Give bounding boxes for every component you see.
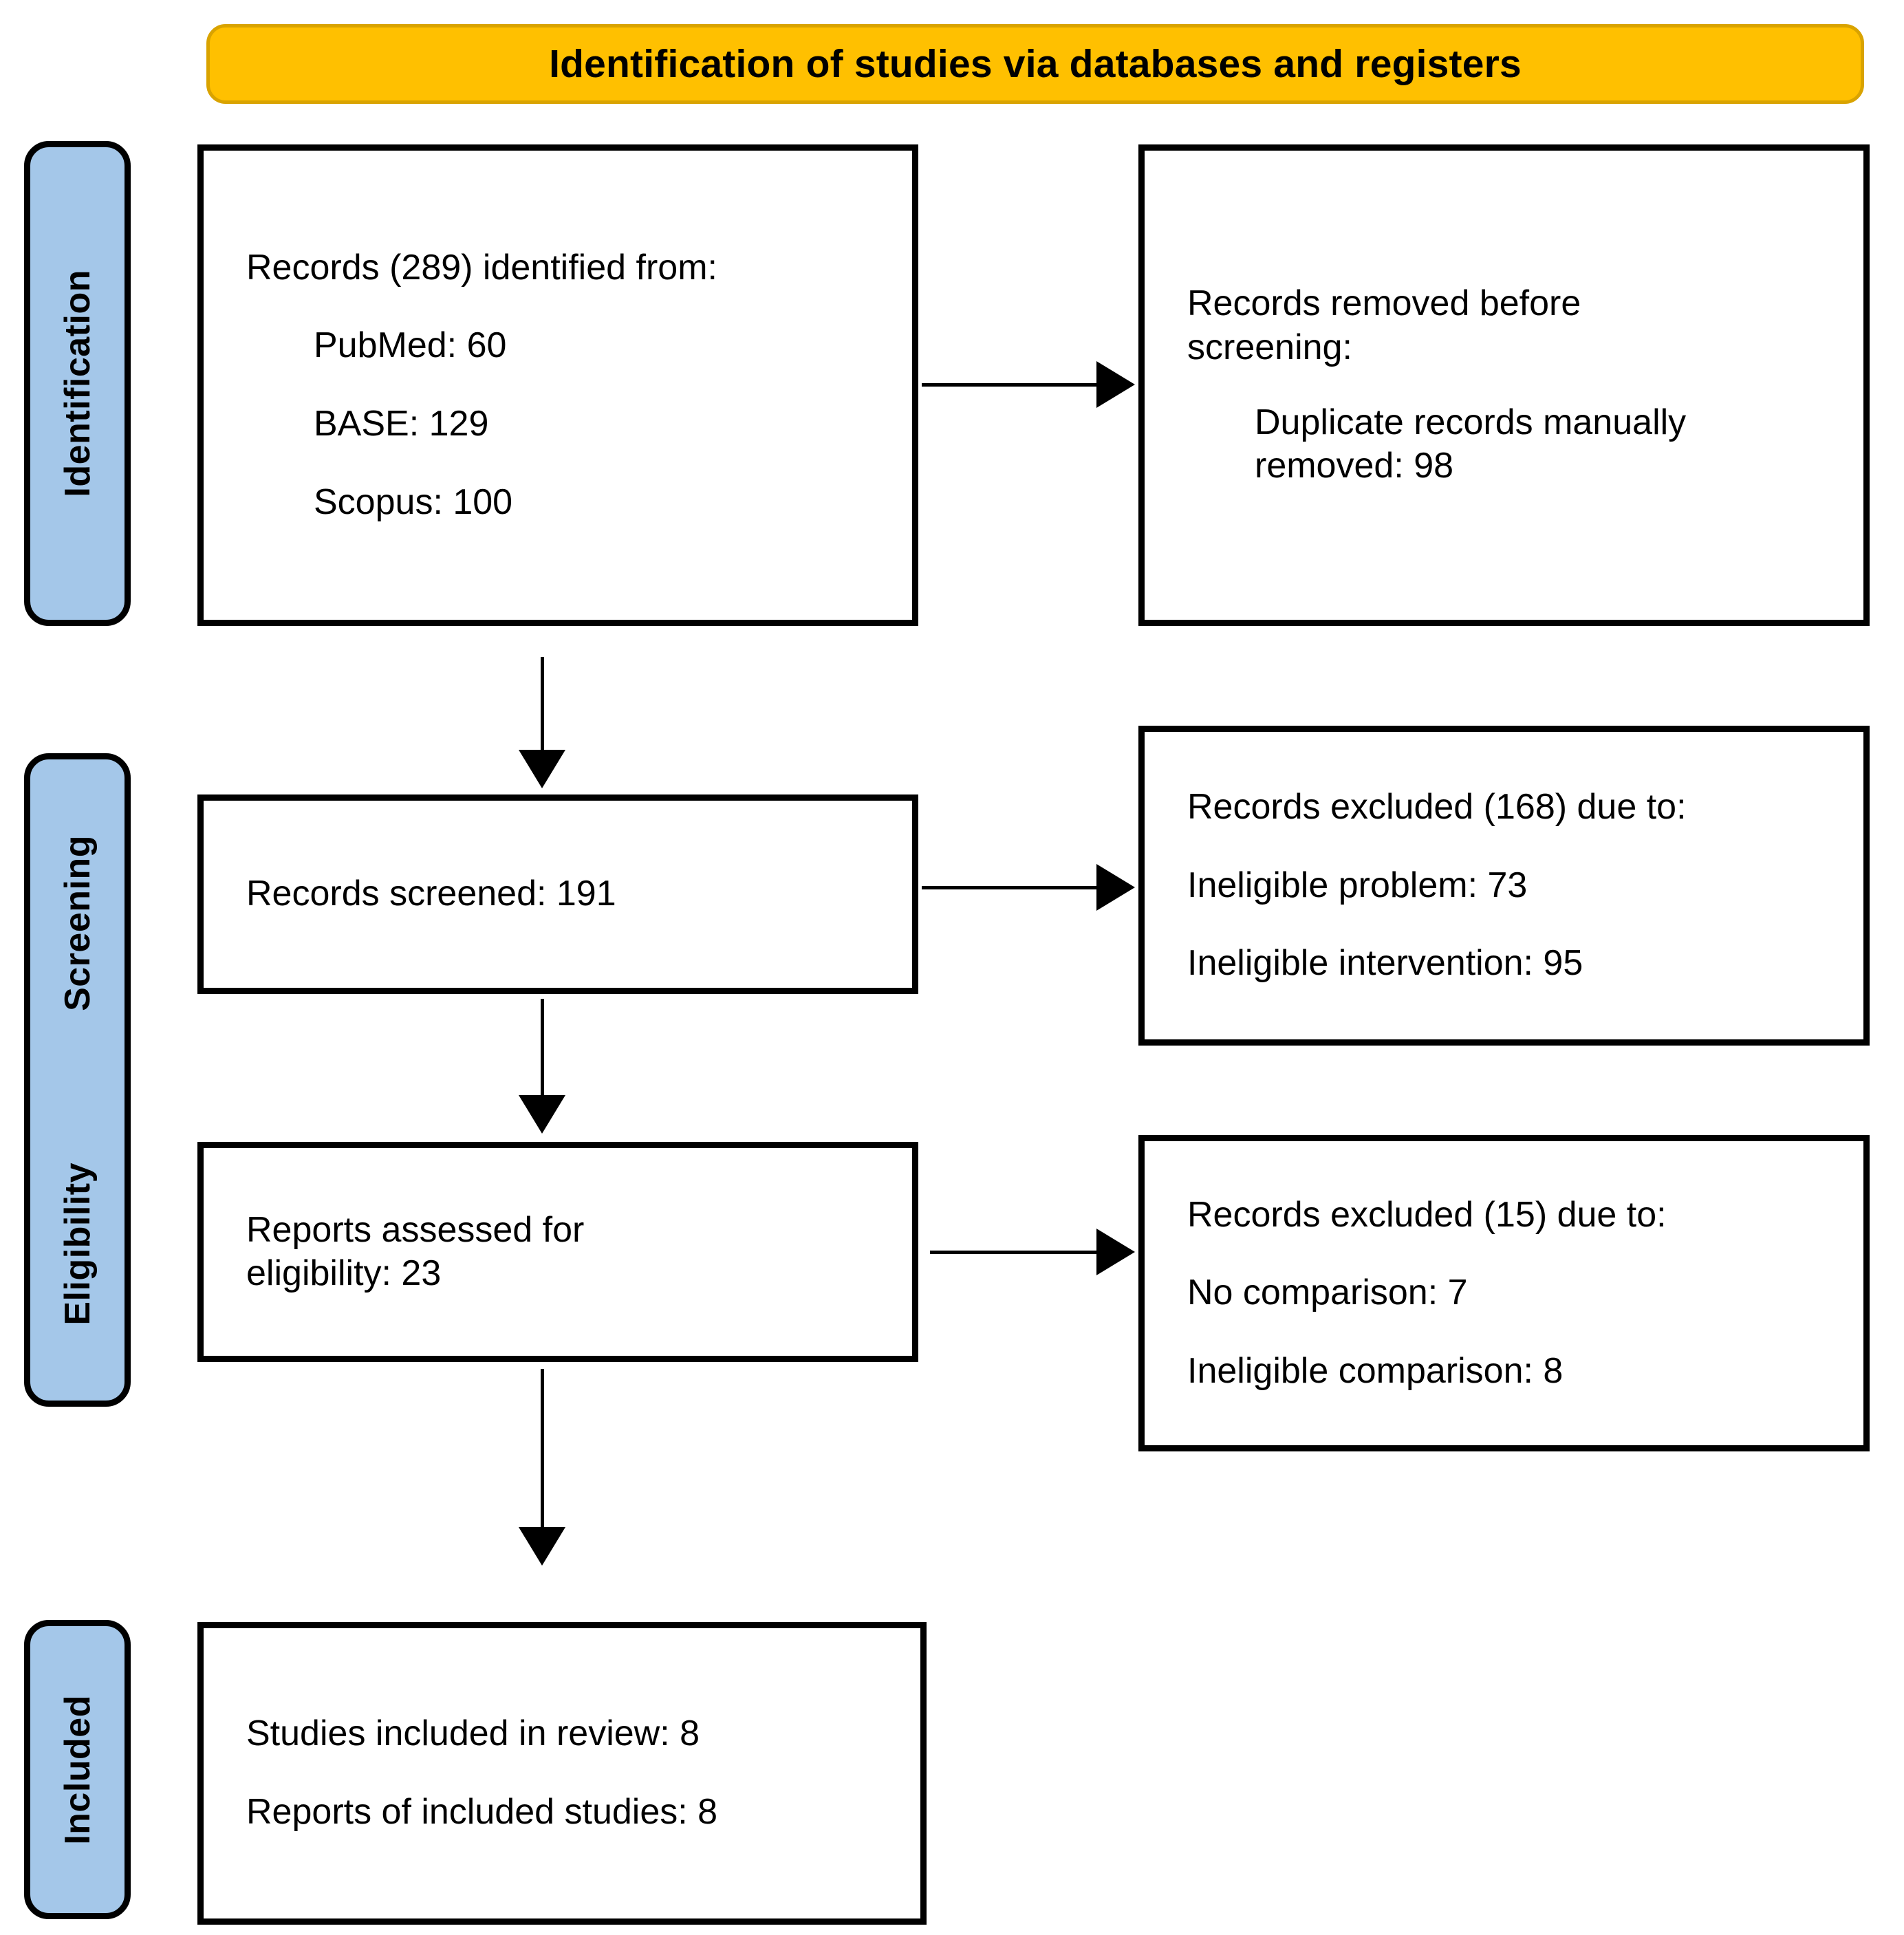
connector-identified-to-screened-line bbox=[541, 657, 544, 753]
excluded-screening-reason-intervention: Ineligible intervention: 95 bbox=[1187, 943, 1583, 984]
box-reports-assessed-for-eligibility: Reports assessed for eligibility: 23 bbox=[197, 1142, 918, 1362]
box-records-identified: Records (289) identified from: PubMed: 6… bbox=[197, 144, 918, 626]
arrow-down-icon-assessed-to-included bbox=[519, 1527, 565, 1566]
arrow-right-icon-assessed-to-excluded bbox=[1096, 1229, 1135, 1275]
stage-label-screening-eligibility: Screening Eligibility bbox=[24, 753, 131, 1407]
stage-label-eligibility-text: Eligibility bbox=[57, 1162, 98, 1326]
excluded-screening-reason-problem: Ineligible problem: 73 bbox=[1187, 865, 1528, 905]
stage-label-screening-text: Screening bbox=[57, 834, 98, 1011]
arrow-down-icon-identified-to-screened bbox=[519, 750, 565, 788]
connector-assessed-to-included-line bbox=[541, 1369, 544, 1531]
connector-screened-to-excluded-line bbox=[922, 886, 1099, 889]
connector-identified-to-removed-line bbox=[922, 383, 1099, 387]
arrow-right-icon-screened-to-excluded bbox=[1096, 864, 1135, 911]
excluded-screening-heading: Records excluded (168) due to: bbox=[1187, 787, 1687, 828]
stage-label-identification-text: Identification bbox=[57, 270, 98, 497]
stage-label-identification: Identification bbox=[24, 141, 131, 626]
arrow-down-icon-screened-to-assessed bbox=[519, 1095, 565, 1134]
excluded-eligibility-reason-no-comparison: No comparison: 7 bbox=[1187, 1273, 1468, 1313]
excluded-eligibility-reason-ineligible-comparison: Ineligible comparison: 8 bbox=[1187, 1350, 1564, 1391]
excluded-eligibility-heading: Records excluded (15) due to: bbox=[1187, 1194, 1667, 1235]
box-records-screened: Records screened: 191 bbox=[197, 794, 918, 994]
box-records-removed-before-screening: Records removed before screening: Duplic… bbox=[1138, 144, 1870, 626]
diagram-header-banner: Identification of studies via databases … bbox=[206, 24, 1864, 104]
page-title: Identification of studies via databases … bbox=[549, 42, 1522, 86]
records-identified-heading: Records (289) identified from: bbox=[246, 247, 717, 288]
reports-assessed-line2: eligibility: 23 bbox=[246, 1253, 442, 1293]
studies-included-in-review: Studies included in review: 8 bbox=[246, 1714, 700, 1754]
records-identified-source-pubmed: PubMed: 60 bbox=[314, 325, 507, 366]
stage-label-included: Included bbox=[24, 1620, 131, 1919]
reports-of-included-studies: Reports of included studies: 8 bbox=[246, 1792, 718, 1832]
box-records-excluded-screening: Records excluded (168) due to: Ineligibl… bbox=[1138, 726, 1870, 1046]
connector-screened-to-assessed-line bbox=[541, 999, 544, 1099]
records-removed-heading-line1: Records removed before bbox=[1187, 283, 1581, 324]
records-removed-heading-line2: screening: bbox=[1187, 327, 1352, 367]
box-studies-included: Studies included in review: 8 Reports of… bbox=[197, 1622, 927, 1925]
records-identified-source-scopus: Scopus: 100 bbox=[314, 482, 513, 522]
reports-assessed-line1: Reports assessed for bbox=[246, 1209, 585, 1250]
records-screened-text: Records screened: 191 bbox=[246, 874, 616, 914]
arrow-right-icon-identified-to-removed bbox=[1096, 361, 1135, 408]
records-removed-duplicates-line2: removed: 98 bbox=[1255, 446, 1454, 486]
box-records-excluded-eligibility: Records excluded (15) due to: No compari… bbox=[1138, 1135, 1870, 1451]
records-identified-source-base: BASE: 129 bbox=[314, 404, 489, 444]
stage-label-included-text: Included bbox=[57, 1694, 98, 1845]
connector-assessed-to-excluded-line bbox=[930, 1251, 1099, 1254]
records-removed-duplicates-line1: Duplicate records manually bbox=[1255, 402, 1687, 442]
